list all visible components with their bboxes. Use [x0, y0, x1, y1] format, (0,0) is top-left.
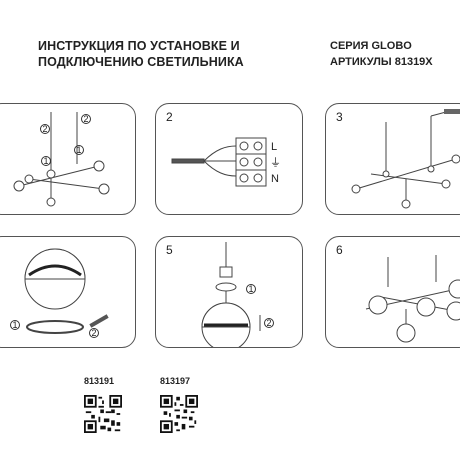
terminal-label-ground: ⏚: [270, 156, 281, 169]
step-3-panel: 3: [325, 103, 460, 215]
step-number: 2: [166, 110, 173, 124]
step-1-panel: 2 2 1 1: [0, 103, 136, 215]
title-line-2: ПОДКЛЮЧЕНИЮ СВЕТИЛЬНИКА: [38, 55, 244, 69]
article-numbers: АРТИКУЛЫ 81319X: [330, 56, 433, 68]
step-6-panel: 6: [325, 236, 460, 348]
step-5-panel: 5 1 2: [155, 236, 303, 348]
callout-2: 2: [267, 318, 272, 328]
instruction-title: ИНСТРУКЦИЯ ПО УСТАНОВКЕ И ПОДКЛЮЧЕНИЮ СВ…: [38, 38, 244, 70]
terminal-block-illustration: L ⏚ N: [171, 137, 281, 187]
step-2-panel: 2 L ⏚ N: [155, 103, 303, 215]
series-info: СЕРИЯ GLOBO АРТИКУЛЫ 81319X: [330, 38, 448, 70]
callout-2: 2: [92, 328, 97, 338]
step-1-illustration: 2 2 1 1: [13, 112, 110, 207]
callout-1: 1: [249, 284, 254, 294]
title-line-1: ИНСТРУКЦИЯ ПО УСТАНОВКЕ И: [38, 39, 240, 53]
terminal-label-n: N: [271, 173, 279, 185]
callout-2b: 2: [84, 114, 89, 124]
step-number: 5: [166, 243, 173, 257]
qr-code-813191: [84, 395, 122, 433]
qr-code-813197: [160, 395, 198, 433]
shade-installation-illustration: 1 2: [10, 248, 109, 338]
callout-1b: 1: [77, 145, 82, 155]
step-number: 3: [336, 110, 343, 124]
series-name: СЕРИЯ GLOBO: [330, 40, 412, 52]
article-code-2: 813197: [160, 376, 191, 386]
step-3-illustration: [351, 109, 460, 209]
callout-1: 1: [13, 320, 18, 330]
step-number: 6: [336, 243, 343, 257]
article-code-1: 813191: [84, 376, 115, 386]
callout-2a: 2: [43, 124, 48, 134]
assembled-chandelier-illustration: [365, 255, 460, 343]
callout-1a: 1: [44, 156, 49, 166]
bulb-installation-illustration: 1 2: [201, 242, 274, 347]
step-4-panel: 1 2: [0, 236, 136, 348]
terminal-label-l: L: [271, 141, 277, 153]
